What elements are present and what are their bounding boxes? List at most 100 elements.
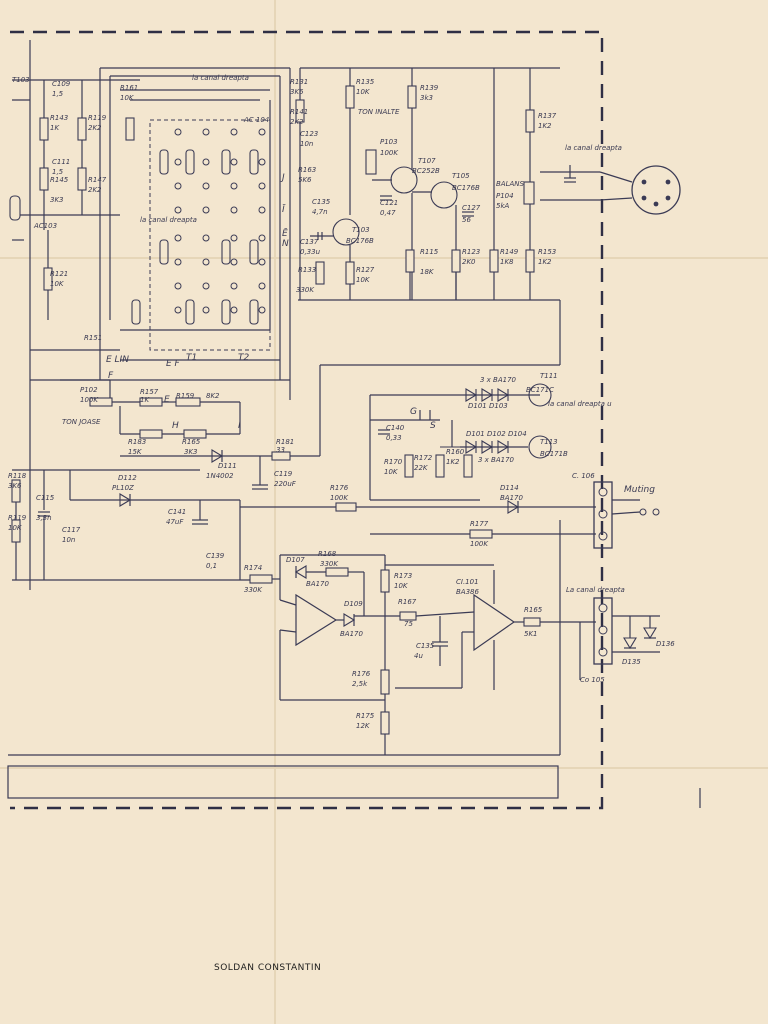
- label-d114-val: BA170: [500, 494, 523, 502]
- label-d109: D109: [344, 600, 363, 608]
- label-g: G: [410, 407, 417, 417]
- switch-contact: [230, 206, 238, 214]
- switch-contact: [258, 234, 266, 242]
- label-r177-val: 100K: [470, 540, 489, 548]
- label-r133-val: 330K: [296, 286, 315, 294]
- label-r127-val: 10K: [356, 276, 371, 284]
- label-f: F: [108, 371, 114, 381]
- label-la-canal-dreapta-top: la canal dreapta: [192, 74, 249, 82]
- label-r159: R159: [176, 392, 195, 400]
- label-p102: P102: [80, 386, 98, 394]
- label-r168: R168: [318, 550, 337, 558]
- label-r135-val: 10K: [356, 88, 371, 96]
- label-r176b-val: 2,5k: [352, 680, 368, 688]
- label-r157: R157: [140, 388, 159, 396]
- label-r149-val: 1K8: [500, 258, 514, 266]
- switch-contact: [258, 306, 266, 314]
- label-r145: R145: [50, 176, 69, 184]
- label-ton-joase: TON JOASE: [62, 418, 101, 426]
- label-r137: R137: [538, 112, 557, 120]
- switch-contact: [258, 282, 266, 290]
- switch-array: [99, 67, 291, 400]
- label-r173: R173: [394, 572, 412, 580]
- label-c109-val: 1,5: [52, 90, 64, 98]
- label-ac103: AC103: [33, 222, 57, 230]
- opamp-section: [249, 554, 660, 755]
- label-r165b: R165: [524, 606, 543, 614]
- label-r123: R123: [462, 248, 480, 256]
- bottom-frame: [7, 765, 559, 799]
- label-c139-val: 0,1: [206, 562, 217, 570]
- label-i: I: [238, 421, 241, 431]
- label-r170-val: 10K: [384, 468, 399, 476]
- label-r127: R127: [356, 266, 375, 274]
- r119-body: [77, 117, 87, 141]
- label-r141-val: 2K2: [290, 118, 304, 126]
- label-r160-val: 1K2: [446, 458, 460, 466]
- r143-body: [39, 117, 49, 141]
- label-d112: D112: [118, 474, 137, 482]
- switch-contact: [202, 234, 210, 242]
- label-c119-val: 220uF: [274, 480, 297, 488]
- label-r143: R143: [50, 114, 68, 122]
- label-t107-type: BC252B: [412, 167, 440, 175]
- label-d112-val: PL10Z: [112, 484, 134, 492]
- diode-symbol: [465, 388, 478, 402]
- label-c106: C. 106: [572, 472, 595, 480]
- label-d114: D114: [500, 484, 519, 492]
- label-c117: C117: [62, 526, 81, 534]
- switch-contact: [230, 158, 238, 166]
- left-circuit: [9, 40, 250, 590]
- label-ci101-val: BA386: [456, 588, 479, 596]
- label-r175: R175: [356, 712, 375, 720]
- label-d111: D111: [218, 462, 237, 470]
- label-r173-val: 10K: [394, 582, 409, 590]
- diode-symbol: [481, 388, 494, 402]
- label-c139: C139: [206, 552, 225, 560]
- label-c135b: C135: [416, 642, 435, 650]
- switch-contact: [174, 182, 182, 190]
- label-r183-val: 15K: [128, 448, 143, 456]
- label-r163-val: 5K6: [298, 176, 312, 184]
- label-c127: C127: [462, 204, 481, 212]
- switch-lever: [249, 239, 259, 265]
- labels-layer: la canal dreapta TON INALTE BALANS P104 …: [8, 74, 675, 730]
- muting-section: [240, 383, 660, 549]
- label-t2: T2: [238, 353, 249, 363]
- label-r181-val: 33: [276, 446, 285, 454]
- label-r165b-val: 5K1: [524, 630, 538, 638]
- label-r121: R121: [50, 270, 68, 278]
- label-r118: R118: [8, 472, 27, 480]
- label-c123: C123: [300, 130, 318, 138]
- label-t1: T1: [186, 353, 197, 363]
- switch-contact: [174, 206, 182, 214]
- label-c140-val: 0,33: [386, 434, 402, 442]
- switch-contact: [258, 206, 266, 214]
- bass-network: [60, 379, 290, 439]
- label-r135: R135: [356, 78, 375, 86]
- label-c127-val: 56: [462, 216, 471, 224]
- label-r118-val: 3K6: [8, 482, 22, 490]
- switch-contact: [174, 282, 182, 290]
- label-r143-val: 1K: [50, 124, 60, 132]
- label-r131: R131: [290, 78, 308, 86]
- label-r172: R172: [414, 454, 433, 462]
- label-s: S: [430, 421, 436, 431]
- label-c121: C121: [380, 199, 398, 207]
- label-la-canal-dreapta-low: La canal dreapta: [566, 586, 625, 594]
- switch-contact: [174, 128, 182, 136]
- switch-lever: [185, 149, 195, 175]
- label-r133: R133: [298, 266, 316, 274]
- switch-contact: [230, 128, 238, 136]
- label-rx: R151: [84, 334, 102, 342]
- label-c137: C137: [300, 238, 319, 246]
- label-la-canal-dreapta-mid: la canal dreapta: [140, 216, 197, 224]
- switch-contact: [174, 158, 182, 166]
- label-r153: R153: [538, 248, 556, 256]
- label-d111-val: 1N4002: [206, 472, 234, 480]
- switch-contact: [202, 182, 210, 190]
- label-h: H: [172, 421, 179, 431]
- label-r119b-val: 10K: [8, 524, 23, 532]
- switch-contact: [202, 158, 210, 166]
